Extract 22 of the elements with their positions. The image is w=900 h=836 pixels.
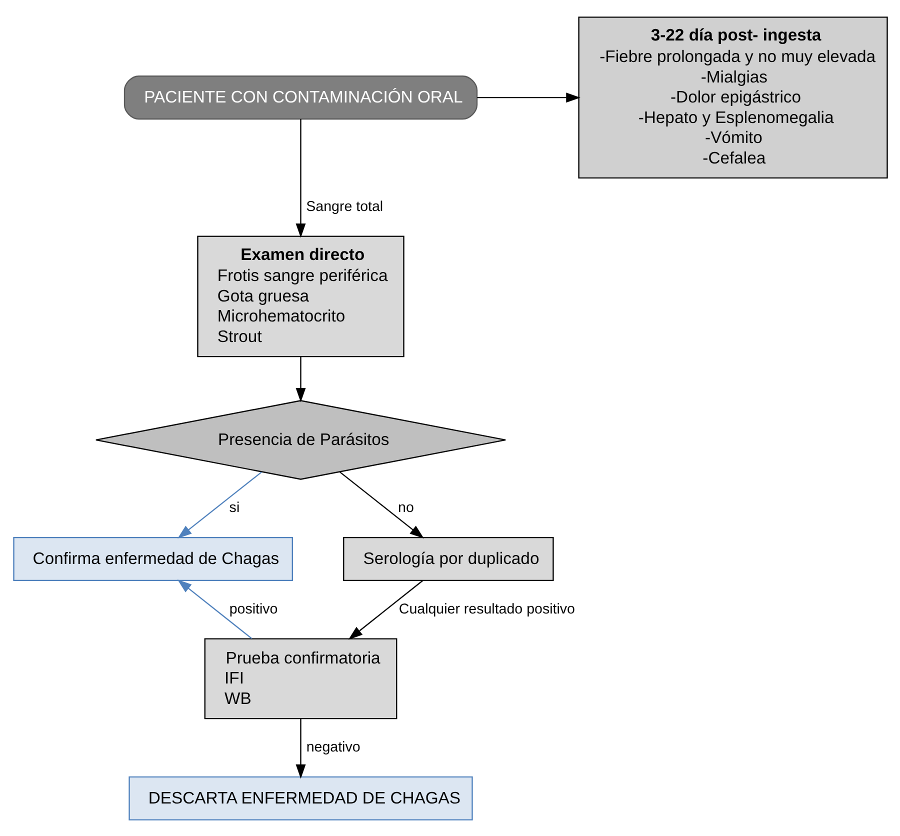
node-box: PACIENTE CON CONTAMINACIÓN ORAL: [123, 75, 478, 120]
node-box: DESCARTA ENFERMEDAD DE CHAGAS: [128, 776, 472, 820]
node-box: 3-22 día post- ingesta -Fiebre prolongada y no muy elevada -Mialgias -Dolor epigástrico -Hepato y Esplenomegalia -Vómito -Cefalea: [578, 16, 888, 178]
node-box: Confirma enfermedad de Chagas: [12, 536, 293, 581]
edge-label: no: [398, 500, 414, 516]
arrow: [476, 92, 580, 102]
edge-label: positivo: [228, 600, 278, 617]
arrow: [176, 579, 252, 639]
node-box: Prueba confirmatoria IFI WB: [204, 638, 397, 719]
node-box: Serología por duplicado: [342, 536, 554, 581]
node-diamond: Presencia de Parásitos: [94, 400, 506, 480]
arrow: [295, 718, 306, 778]
arrow: [177, 471, 262, 538]
edge-label: si: [228, 500, 240, 516]
arrow: [348, 580, 423, 640]
node-box: Examen directo Frotis sangre periférica Gota gruesa Microhematocrito Strout: [196, 235, 404, 357]
edge-label: Cualquier resultado positivo: [398, 600, 574, 617]
edge-label: Sangre total: [306, 198, 383, 214]
arrow: [295, 118, 306, 238]
edge-label: negativo: [306, 738, 360, 755]
arrow: [339, 471, 424, 538]
arrow: [295, 356, 306, 402]
